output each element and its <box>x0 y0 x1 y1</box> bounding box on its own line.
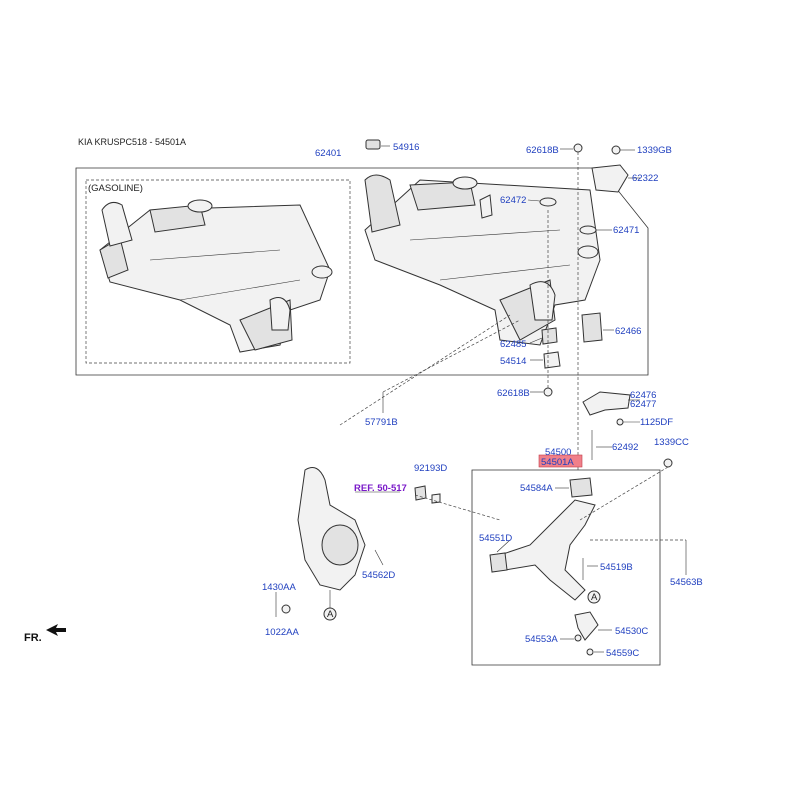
label-54514[interactable]: 54514 <box>500 356 526 367</box>
label-1339CC[interactable]: 1339CC <box>654 437 689 448</box>
part-62322-shape <box>591 164 629 193</box>
label-62476[interactable]: 62476 <box>630 390 656 401</box>
part-62476-shape <box>582 391 631 416</box>
part-1339CC-shape <box>663 458 673 468</box>
subframe-main-drawing <box>364 174 601 346</box>
label-62492[interactable]: 62492 <box>612 442 638 453</box>
gasoline-label: (GASOLINE) <box>88 183 143 194</box>
label-62401[interactable]: 62401 <box>315 148 341 159</box>
part-54514-shape <box>543 351 561 369</box>
lower-arm-group-box <box>471 469 661 666</box>
part-62618B-top-shape <box>573 143 583 153</box>
label-62477[interactable]: 62477 <box>630 399 656 410</box>
gasoline-box <box>85 179 351 364</box>
label-62472[interactable]: 62472 <box>500 195 526 206</box>
part-54530C-shape <box>574 611 599 641</box>
part-62485-shape <box>541 327 558 345</box>
label-62322[interactable]: 62322 <box>632 173 658 184</box>
label-1339GB[interactable]: 1339GB <box>637 145 672 156</box>
circle-marker-knuckle <box>323 607 337 621</box>
fr-arrow-icon <box>46 624 66 636</box>
label-62618B-top[interactable]: 62618B <box>526 145 559 156</box>
label-54551D[interactable]: 54551D <box>479 533 512 544</box>
highlight-box-54501A <box>538 454 583 468</box>
part-54584A-shape <box>569 477 593 498</box>
label-54584A[interactable]: 54584A <box>520 483 553 494</box>
diagram-title: KIA KRUSPC518 - 54501A <box>78 137 187 147</box>
label-54553A[interactable]: 54553A <box>525 634 558 645</box>
label-54530C[interactable]: 54530C <box>615 626 648 637</box>
label-92193D[interactable]: 92193D <box>414 463 447 474</box>
subframe-group-box <box>75 167 649 376</box>
part-54916-shape <box>365 139 381 150</box>
label-1022AA[interactable]: 1022AA <box>265 627 299 638</box>
part-54551D-bush <box>489 552 508 573</box>
label-54916[interactable]: 54916 <box>393 142 419 153</box>
circle-marker-knuckle-label: A <box>327 609 334 620</box>
circle-marker-arm <box>587 590 601 604</box>
part-62466-shape <box>581 312 603 343</box>
label-62471[interactable]: 62471 <box>613 225 639 236</box>
part-54553A-shape <box>574 634 582 642</box>
lower-arm-shape <box>499 499 596 601</box>
label-62485[interactable]: 62485 <box>500 339 526 350</box>
part-92193D-shape <box>414 485 427 501</box>
subframe-gasoline-drawing <box>99 199 333 353</box>
part-1022AA-shape <box>281 604 291 614</box>
part-62471-shape <box>579 225 597 235</box>
part-54562D-bolt <box>374 549 384 566</box>
label-54500[interactable]: 54500 <box>545 447 571 458</box>
label-1430AA[interactable]: 1430AA <box>262 582 296 593</box>
part-54559C-shape <box>586 648 594 656</box>
ref-link-50-517[interactable]: REF. 50-517 <box>354 483 407 494</box>
label-62466[interactable]: 62466 <box>615 326 641 337</box>
circle-marker-arm-label: A <box>591 592 598 603</box>
fr-label: FR. <box>24 632 42 644</box>
label-54559C[interactable]: 54559C <box>606 648 639 659</box>
label-54501A[interactable]: 54501A <box>541 457 574 468</box>
label-54563B[interactable]: 54563B <box>670 577 703 588</box>
label-62618B-low[interactable]: 62618B <box>497 388 530 399</box>
label-54519B[interactable]: 54519B <box>600 562 633 573</box>
part-1339GB-shape <box>611 145 621 155</box>
label-57791B[interactable]: 57791B <box>365 417 398 428</box>
part-62472-shape <box>539 197 557 207</box>
label-1125DF[interactable]: 1125DF <box>640 417 673 428</box>
part-62618B-low-shape <box>543 387 553 397</box>
part-1125DF-shape <box>616 418 624 426</box>
label-54562D[interactable]: 54562D <box>362 570 395 581</box>
